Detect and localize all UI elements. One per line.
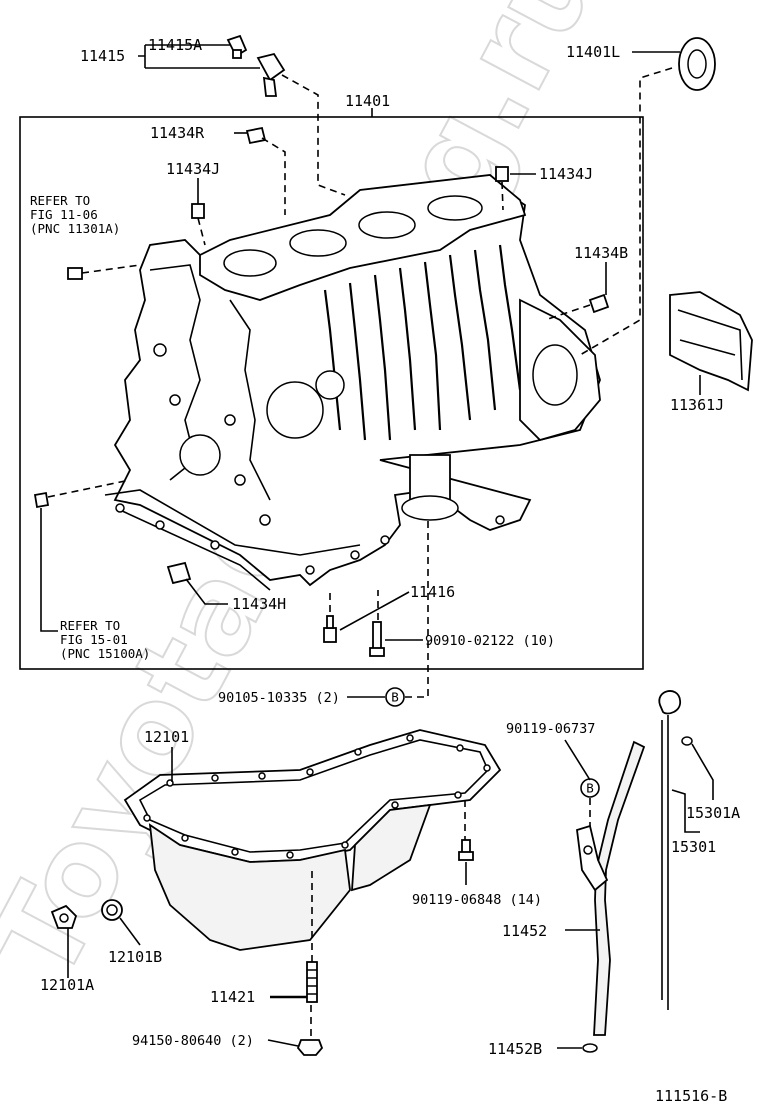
part-11415a-plug[interactable]: [226, 34, 248, 59]
svg-text:REFER TO: REFER TO: [30, 193, 90, 208]
part-90910-bolt[interactable]: [369, 621, 385, 657]
part-11401l-oil-seal[interactable]: [678, 37, 716, 91]
part-11434h-pin[interactable]: [166, 561, 192, 585]
part-11434r-pin[interactable]: [245, 126, 267, 145]
label-11434h: 11434H: [232, 595, 286, 613]
dowel-pin-refer-top[interactable]: [67, 267, 83, 280]
svg-text:(PNC 11301A): (PNC 11301A): [30, 221, 120, 236]
part-11416-bolt[interactable]: [323, 615, 337, 643]
part-11415-fitting[interactable]: [256, 52, 286, 97]
svg-text:B: B: [391, 690, 399, 705]
label-11434j-right: 11434J: [539, 165, 593, 183]
label-15301a: 15301A: [686, 804, 740, 822]
label-12101a: 12101A: [40, 976, 94, 994]
label-11434j-left: 11434J: [166, 160, 220, 178]
label-11452b: 11452B: [488, 1040, 542, 1058]
label-90119-06848: 90119-06848 (14): [412, 892, 542, 908]
part-11361j-cover[interactable]: [669, 291, 753, 392]
part-90119-06848-bolt[interactable]: [458, 839, 474, 861]
label-94150: 94150-80640 (2): [132, 1033, 254, 1049]
svg-text:B: B: [586, 781, 594, 796]
part-12101-oil-pan[interactable]: [123, 729, 502, 951]
label-11415a: 11415A: [148, 36, 202, 54]
svg-text:(PNC 15100A): (PNC 15100A): [60, 646, 150, 661]
leader-lines: [40, 44, 714, 1049]
svg-text:FIG 15-01: FIG 15-01: [60, 632, 128, 647]
part-11434j-pin-left[interactable]: [191, 203, 205, 219]
marker-b-lower: B: [580, 778, 600, 798]
svg-text:REFER TO: REFER TO: [60, 618, 120, 633]
label-90119-06737: 90119-06737: [506, 721, 595, 737]
label-12101b: 12101B: [108, 948, 162, 966]
label-11416: 11416: [410, 583, 455, 601]
refer-note-bottom: REFER TO FIG 15-01 (PNC 15100A): [60, 618, 150, 661]
label-11434b: 11434B: [574, 244, 628, 262]
label-11361j: 11361J: [670, 396, 724, 414]
label-11434r: 11434R: [150, 124, 205, 142]
part-12101a-drain-plug[interactable]: [50, 904, 78, 929]
part-94150-nut[interactable]: [296, 1039, 324, 1056]
cylinder-block-illustration[interactable]: [104, 174, 601, 591]
part-11452b-o-ring[interactable]: [582, 1043, 598, 1053]
label-11452: 11452: [502, 922, 547, 940]
label-11415: 11415: [80, 47, 125, 65]
block-group-frame: [19, 116, 644, 670]
label-90910: 90910-02122 (10): [425, 633, 555, 649]
svg-text:FIG 11-06: FIG 11-06: [30, 207, 98, 222]
part-11421-stud[interactable]: [306, 961, 318, 1003]
label-11401l: 11401L: [566, 43, 620, 61]
part-11434j-pin-right[interactable]: [495, 166, 509, 182]
refer-note-top: REFER TO FIG 11-06 (PNC 11301A): [30, 193, 120, 236]
part-15301a-o-ring[interactable]: [681, 736, 693, 746]
dowel-pin-refer-bottom[interactable]: [33, 491, 50, 509]
label-90105: 90105-10335 (2): [218, 690, 340, 706]
part-11434b-pin[interactable]: [588, 293, 610, 314]
part-12101b-gasket[interactable]: [101, 899, 123, 921]
label-11421: 11421: [210, 988, 255, 1006]
label-12101: 12101: [144, 728, 189, 746]
part-15301-dipstick[interactable]: [658, 690, 681, 1010]
marker-b-upper: B: [385, 687, 405, 707]
label-11401: 11401: [345, 92, 390, 110]
label-15301: 15301: [671, 838, 716, 856]
diagram-code: 111516-B: [655, 1087, 727, 1105]
